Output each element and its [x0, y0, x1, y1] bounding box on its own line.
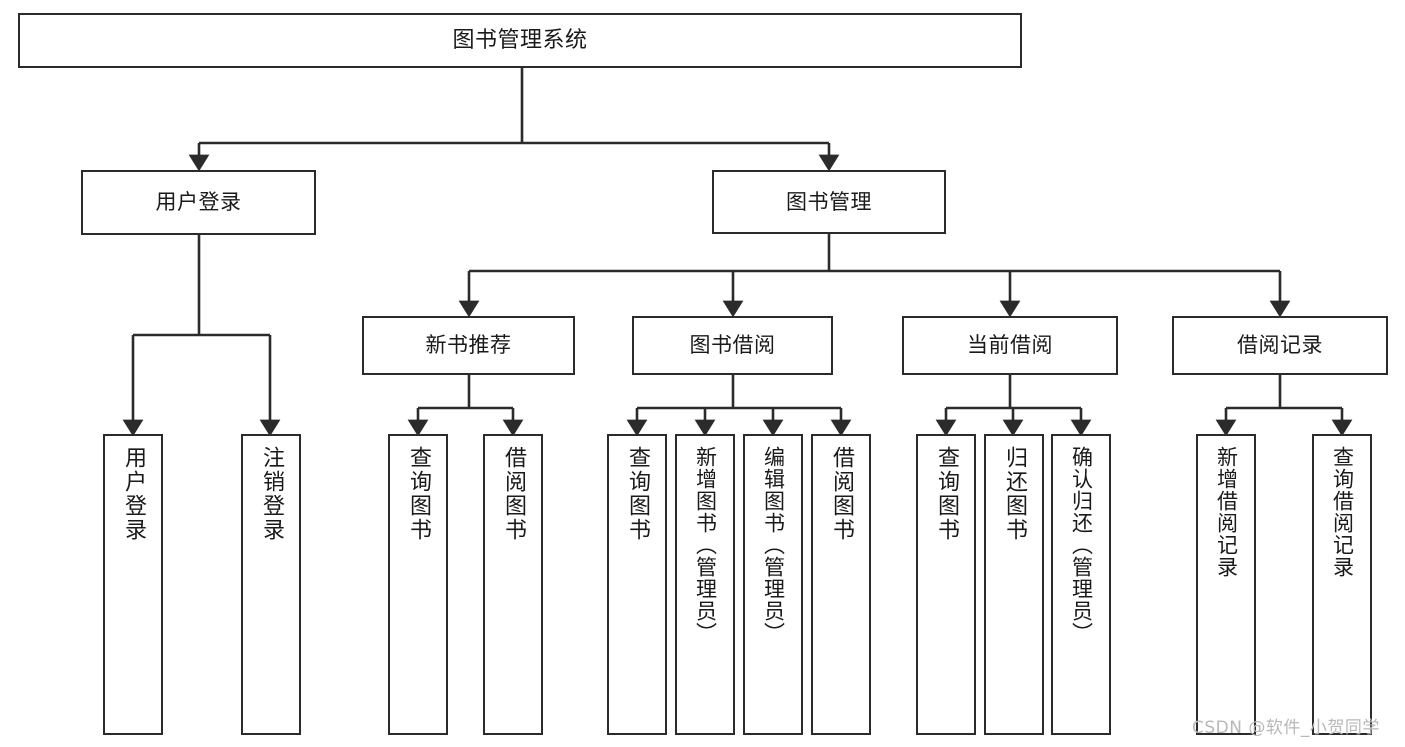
- leaf-query-borrow-record[interactable]: 查询借阅记录: [1312, 434, 1372, 735]
- node-new-book-recommend[interactable]: 新书推荐: [362, 316, 575, 375]
- node-book-borrow[interactable]: 图书借阅: [632, 316, 833, 375]
- leaf-confirm-return-admin[interactable]: 确认归还（管理员）: [1051, 434, 1111, 735]
- leaf-add-book-admin[interactable]: 新增图书（管理员）: [675, 434, 735, 735]
- node-label: 新书推荐: [425, 333, 512, 358]
- node-book-management[interactable]: 图书管理: [712, 170, 946, 234]
- node-label: 借阅图书: [501, 446, 526, 542]
- node-borrow-record[interactable]: 借阅记录: [1172, 316, 1388, 375]
- node-label: 查询图书: [406, 446, 431, 542]
- csdn-watermark: CSDN @软件_小贺同学: [1192, 713, 1380, 738]
- node-label: 新增借阅记录: [1214, 446, 1239, 578]
- leaf-user-login[interactable]: 用户登录: [103, 434, 163, 735]
- node-label: 查询借阅记录: [1330, 446, 1355, 578]
- node-label: 用户登录: [155, 190, 242, 215]
- node-label: 归还图书: [1002, 446, 1027, 542]
- node-label: 借阅记录: [1237, 333, 1323, 358]
- node-user-login[interactable]: 用户登录: [81, 170, 316, 235]
- watermark-text: CSDN @软件_小贺同学: [1192, 718, 1380, 738]
- node-label: 查询图书: [625, 446, 650, 542]
- leaf-logout[interactable]: 注销登录: [241, 434, 301, 735]
- leaf-add-borrow-record[interactable]: 新增借阅记录: [1196, 434, 1256, 735]
- leaf-query-book-recommend[interactable]: 查询图书: [388, 434, 448, 735]
- leaf-borrow-book[interactable]: 借阅图书: [811, 434, 871, 735]
- leaf-query-book-borrow[interactable]: 查询图书: [607, 434, 667, 735]
- node-label: 图书管理: [786, 189, 872, 214]
- node-label: 当前借阅: [967, 333, 1053, 358]
- leaf-return-book[interactable]: 归还图书: [984, 434, 1044, 735]
- node-current-borrow[interactable]: 当前借阅: [902, 316, 1118, 375]
- node-label: 查询图书: [934, 446, 959, 542]
- node-label: 图书管理系统: [452, 27, 588, 53]
- node-label: 注销登录: [259, 446, 284, 542]
- leaf-borrow-book-recommend[interactable]: 借阅图书: [483, 434, 543, 735]
- node-label: 新增图书（管理员）: [693, 446, 718, 644]
- node-label: 用户登录: [121, 446, 146, 542]
- leaf-edit-book-admin[interactable]: 编辑图书（管理员）: [743, 434, 803, 735]
- node-label: 编辑图书（管理员）: [761, 446, 786, 644]
- node-label: 图书借阅: [689, 333, 776, 358]
- leaf-query-book-current[interactable]: 查询图书: [916, 434, 976, 735]
- node-root-book-management-system[interactable]: 图书管理系统: [18, 13, 1022, 68]
- node-label: 借阅图书: [829, 446, 854, 542]
- node-label: 确认归还（管理员）: [1069, 446, 1094, 644]
